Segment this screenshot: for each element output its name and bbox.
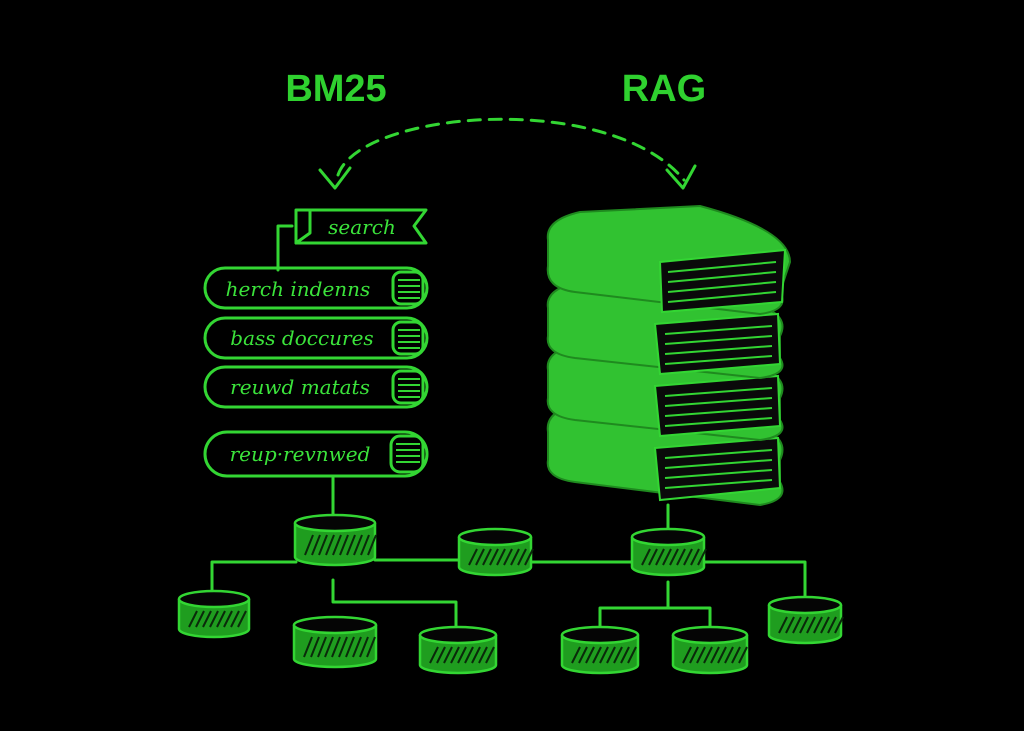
bm25-item-4: reup·revnwed [203, 430, 429, 478]
book-stack-icon [546, 204, 792, 542]
dashed-arrow-icon [318, 117, 697, 190]
database-cylinder-icon [767, 595, 844, 645]
bm25-item-label: herch indenns [226, 277, 371, 301]
database-cylinder-icon [418, 625, 498, 675]
database-cylinder-icon [177, 589, 251, 639]
bm25-item-label: reuwd matats [230, 375, 370, 399]
database-cylinder-icon [457, 527, 534, 577]
bm25-item-3: reuwd matats [203, 365, 429, 409]
search-tag-label: search [328, 215, 396, 239]
database-cylinder-icon [671, 625, 749, 675]
database-cylinder-icon [293, 513, 377, 567]
search-tag: search [294, 208, 428, 245]
database-cylinders [177, 513, 844, 675]
title-rag: RAG [622, 68, 706, 110]
database-cylinder-icon [560, 625, 640, 675]
bm25-item-2: bass doccures [203, 316, 429, 360]
book-icon [546, 204, 792, 316]
title-bm25: BM25 [285, 68, 386, 110]
bm25-item-1: herch indenns [203, 266, 429, 310]
bm25-item-label: reup·revnwed [230, 442, 371, 466]
database-cylinder-icon [292, 615, 378, 669]
bm25-item-label: bass doccures [230, 326, 373, 350]
database-cylinder-icon [630, 527, 707, 577]
